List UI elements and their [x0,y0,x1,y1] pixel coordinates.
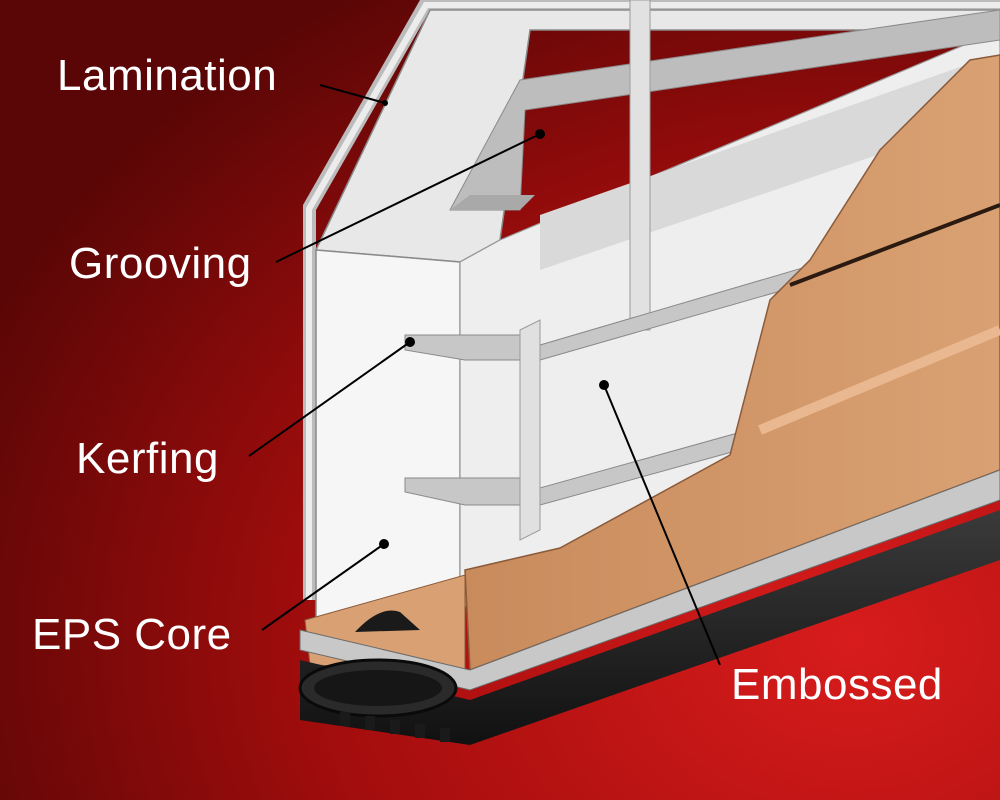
leader-kerfing [248,341,411,457]
dot-embossed [599,380,609,390]
grooving-channel [449,0,1000,331]
dot-kerfing [405,337,415,347]
label-grooving: Grooving [69,239,252,288]
kerfing-slots [404,209,1000,541]
dot-lamination [382,100,388,106]
leader-eps-core [261,543,385,631]
bottom-seal [298,469,1000,745]
leader-embossed [603,384,721,666]
label-embossed: Embossed [731,660,943,709]
label-eps-core: EPS Core [32,610,232,659]
label-lamination: Lamination [57,51,278,100]
leader-grooving [275,133,541,263]
leader-lamination [319,84,386,104]
leader-lines [248,84,721,666]
label-kerfing: Kerfing [76,434,219,483]
leader-dots [379,100,609,549]
dot-eps-core [379,539,389,549]
dot-grooving [535,129,545,139]
